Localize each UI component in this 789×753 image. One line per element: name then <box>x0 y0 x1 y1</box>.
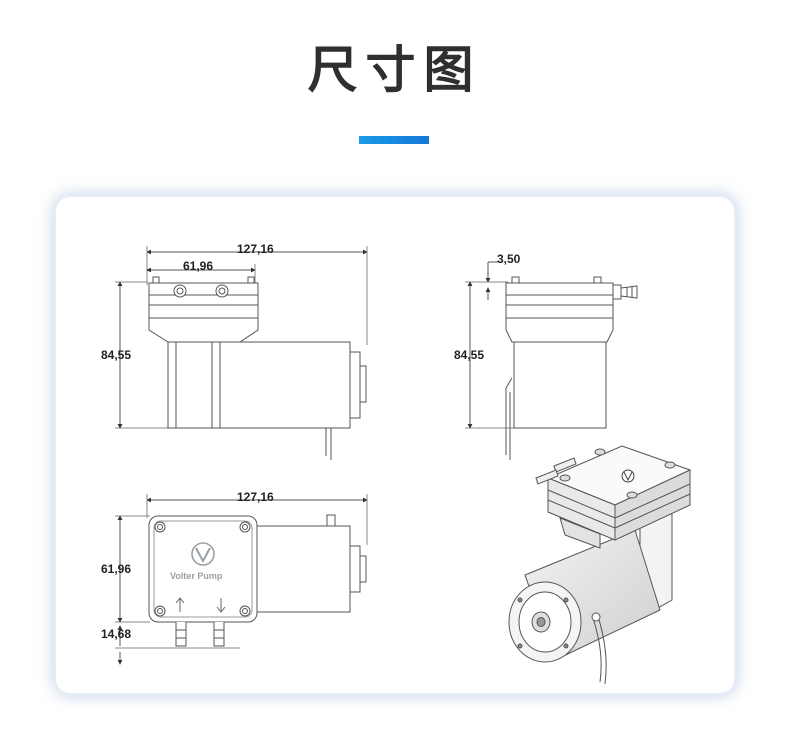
dim-top-overall-width: 127,16 <box>237 490 274 504</box>
dim-front-overall-width: 127,16 <box>237 242 274 256</box>
dim-front-head-width: 61,96 <box>183 259 214 273</box>
dim-top-nozzle-length: 14,68 <box>101 627 132 641</box>
title-underline <box>359 136 429 144</box>
isometric-view <box>508 445 692 685</box>
front-view <box>115 246 368 460</box>
side-view <box>465 261 638 460</box>
dim-front-height: 84,55 <box>101 348 132 362</box>
top-view <box>115 494 368 665</box>
dim-side-offset: 3,50 <box>497 252 521 266</box>
brand-label: Volter Pump <box>170 571 223 581</box>
dim-top-head-depth: 61,96 <box>101 562 132 576</box>
dim-side-height: 84,55 <box>454 348 485 362</box>
page-title: 尺寸图 <box>307 41 482 99</box>
